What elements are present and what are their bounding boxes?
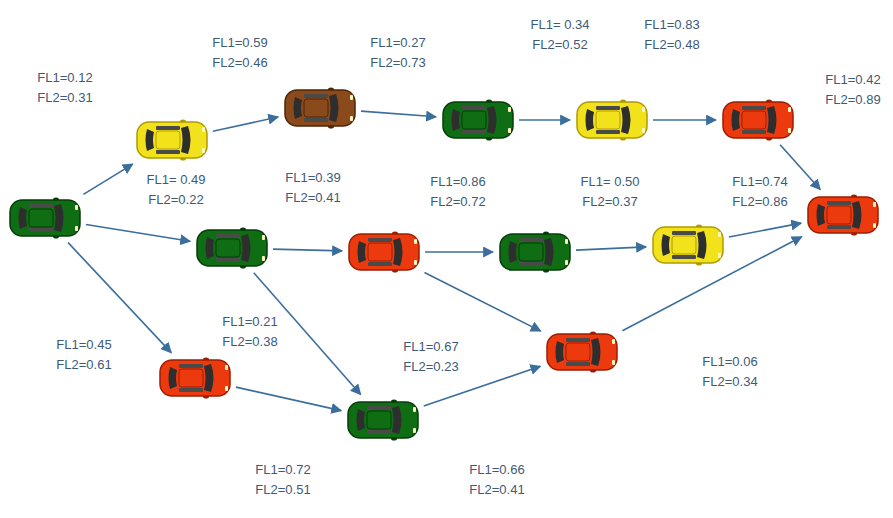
edge-label: FL1=0.21 FL2=0.38 [213,312,287,352]
car [546,331,618,373]
car-icon [159,357,231,399]
car [652,224,724,266]
flow-arrow [425,251,493,253]
edge-label: FL1=0.27 FL2=0.73 [361,33,435,73]
car [348,231,420,273]
flow-arrow [68,243,171,353]
flow-arrow [576,247,646,250]
flow-arrow [86,225,190,242]
car-icon [442,99,514,141]
edge-label: FL1= 0.34 FL2=0.52 [523,15,597,55]
car [9,197,81,239]
flow-arrow [254,273,361,395]
edge-label: FL1=0.45 FL2=0.61 [47,335,121,375]
car-icon [284,87,356,129]
edge-label: FL1=0.66 FL2=0.41 [460,460,534,500]
car [807,194,879,236]
car-icon [722,99,794,141]
car-icon [546,331,618,373]
edge-label: FL1=0.72 FL2=0.51 [246,460,320,500]
car-icon [347,399,419,441]
car-icon [9,197,81,239]
car-icon [652,224,724,266]
edge-label: FL1=0.59 FL2=0.46 [203,33,277,73]
edge-label: FL1= 0.50 FL2=0.37 [573,172,647,212]
car [196,227,268,269]
flow-arrow [424,272,540,331]
flow-arrow [213,117,278,131]
edge-label: FL1=0.86 FL2=0.72 [421,172,495,212]
car [136,119,208,161]
edge-label: FL1=0.83 FL2=0.48 [635,15,709,55]
car-icon [196,227,268,269]
car [722,99,794,141]
flow-arrow [653,119,716,121]
car-icon [576,99,648,141]
car [576,99,648,141]
car-icon [136,119,208,161]
flow-arrow [729,223,801,237]
flow-arrow [361,111,436,117]
car [442,99,514,141]
edge-label: FL1=0.06 FL2=0.34 [693,352,767,392]
edge-label: FL1=0.74 FL2=0.86 [723,172,797,212]
edge-label: FL1=0.42 FL2=0.89 [816,70,890,110]
car [347,399,419,441]
edge-label: FL1=0.12 FL2=0.31 [28,68,102,108]
edge-label: FL1= 0.49 FL2=0.22 [139,170,213,210]
flow-arrow [236,387,341,411]
flow-arrow [519,119,570,121]
car [499,231,571,273]
edge-label: FL1=0.67 FL2=0.23 [394,337,468,377]
flow-arrow [83,164,132,194]
car-icon [807,194,879,236]
car-icon [348,231,420,273]
car [284,87,356,129]
car-icon [499,231,571,273]
edge-label: FL1=0.39 FL2=0.41 [276,168,350,208]
flow-arrow [273,249,342,251]
car [159,357,231,399]
